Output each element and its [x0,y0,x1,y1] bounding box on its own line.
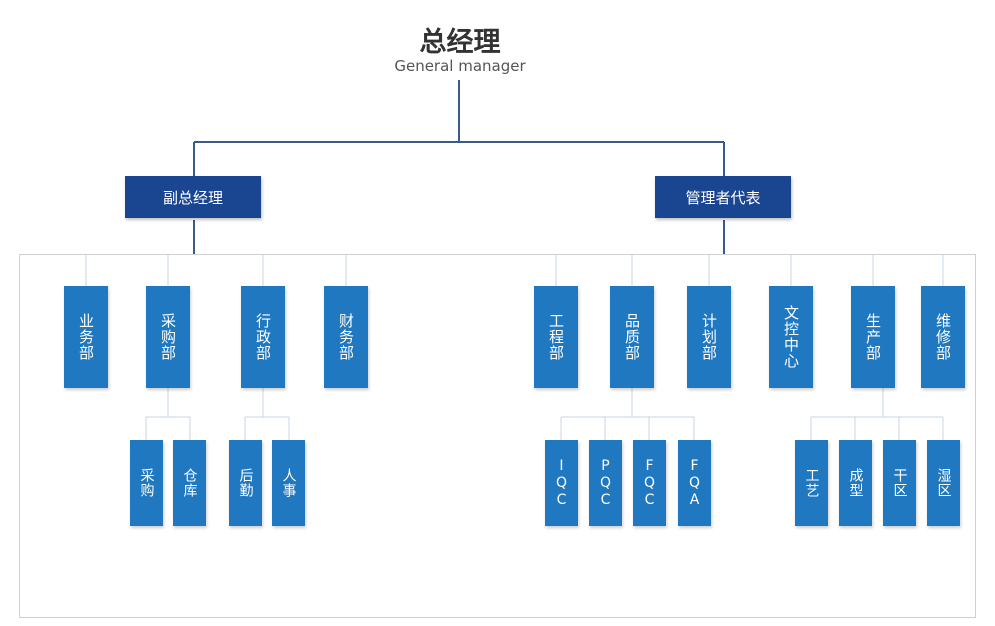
molding-unit-box[interactable]: 成型 [839,440,872,526]
finance-dept-box[interactable]: 财务部 [324,286,368,388]
business-dept-box[interactable]: 业务部 [64,286,108,388]
dry-area-unit-box[interactable]: 干区 [883,440,916,526]
purchase-unit-box[interactable]: 采购 [130,440,163,526]
process-unit-box[interactable]: 工艺 [795,440,828,526]
iqc-unit-box[interactable]: IQC [545,440,578,526]
engineering-dept-box[interactable]: 工程部 [534,286,578,388]
quality-dept-box[interactable]: 品质部 [610,286,654,388]
administration-dept-box[interactable]: 行政部 [241,286,285,388]
purchasing-dept-box[interactable]: 采购部 [146,286,190,388]
management-representative-box[interactable]: 管理者代表 [655,176,791,218]
wet-area-unit-box[interactable]: 湿区 [927,440,960,526]
maintenance-dept-box[interactable]: 维修部 [921,286,965,388]
hr-unit-box[interactable]: 人事 [272,440,305,526]
fqc-unit-box[interactable]: FQC [633,440,666,526]
logistics-unit-box[interactable]: 后勤 [229,440,262,526]
fqa-unit-box[interactable]: FQA [678,440,711,526]
branch-connectors [85,254,944,440]
pqc-unit-box[interactable]: PQC [589,440,622,526]
page-subtitle: General manager [394,57,526,75]
planning-dept-box[interactable]: 计划部 [687,286,731,388]
deputy-manager-box[interactable]: 副总经理 [125,176,261,218]
warehouse-unit-box[interactable]: 仓库 [173,440,206,526]
page-title: 总经理 [419,27,501,58]
main-connectors [193,80,725,254]
document-control-box[interactable]: 文控中心 [769,286,813,388]
production-dept-box[interactable]: 生产部 [851,286,895,388]
departments-panel [19,254,976,618]
